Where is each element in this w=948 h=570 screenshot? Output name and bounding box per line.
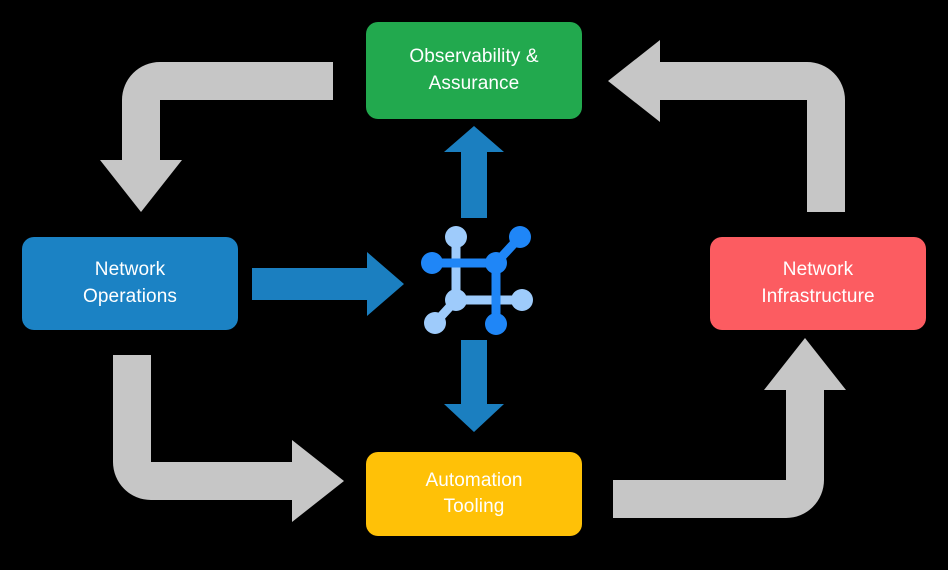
arrow-operations-to-automation <box>113 355 344 522</box>
node-box-automation-tooling[interactable]: Automation Tooling <box>366 452 582 536</box>
network-icon-nodes-primary <box>421 226 531 335</box>
arrow-operations-to-center <box>252 252 404 316</box>
node-box-network-infrastructure[interactable]: Network Infrastructure <box>710 237 926 330</box>
node-label-observability: Observability & Assurance <box>409 46 539 94</box>
node-box-observability[interactable]: Observability & Assurance <box>366 22 582 119</box>
arrow-center-to-automation <box>444 340 504 432</box>
node-label-network-infrastructure: Network Infrastructure <box>761 259 875 307</box>
arrow-center-to-observability <box>444 126 504 218</box>
arrow-observability-to-operations <box>100 62 333 212</box>
arrow-automation-to-infrastructure <box>613 338 846 518</box>
arrow-infrastructure-to-observability <box>608 40 845 212</box>
node-label-network-operations: Network Operations <box>83 259 177 307</box>
network-topology-icon <box>421 226 533 335</box>
node-label-automation-tooling: Automation Tooling <box>425 469 523 517</box>
node-box-network-operations[interactable]: Network Operations <box>22 237 238 330</box>
network-icon-nodes-secondary <box>424 226 533 334</box>
